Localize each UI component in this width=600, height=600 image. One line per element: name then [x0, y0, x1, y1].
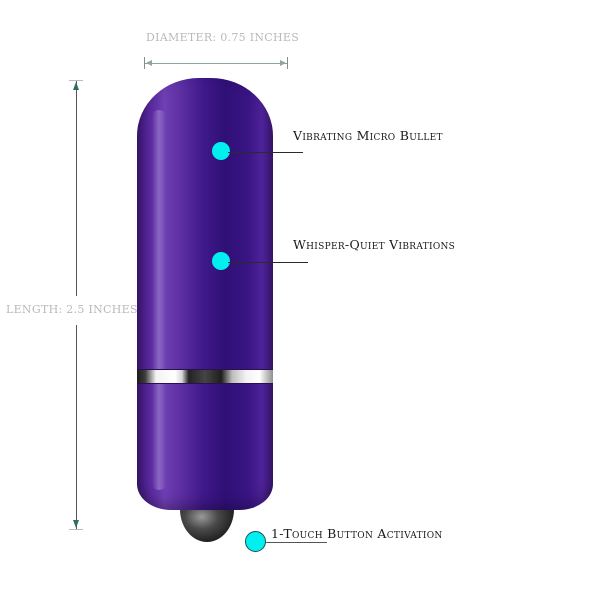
diameter-label: DIAMETER: 0.75 INCHES: [146, 31, 300, 44]
diameter-dimension-line: [144, 57, 288, 69]
arrow-left-icon: [146, 60, 152, 66]
body-highlight: [152, 110, 166, 490]
arrow-right-icon: [280, 60, 286, 66]
feature-label: 1-Touch Button Activation: [271, 526, 443, 541]
callout-dot-icon: [212, 142, 230, 160]
feature-label: Vibrating Micro Bullet: [293, 128, 443, 143]
arrow-up-icon: [73, 82, 79, 90]
callout-dot-icon: [212, 252, 230, 270]
callout-dot-icon: [245, 531, 266, 552]
button-cap: [180, 506, 234, 542]
length-dimension-line: [68, 80, 84, 530]
bullet-body: [137, 78, 273, 510]
leader-line: [228, 152, 303, 153]
arrow-down-icon: [73, 520, 79, 528]
leader-line: [228, 262, 308, 263]
callout-whisper-quiet-vibrations: [212, 252, 472, 272]
length-label: LENGTH: 2.5 INCHES: [6, 303, 138, 316]
leader-line: [265, 542, 327, 543]
chrome-ring: [137, 369, 273, 384]
callout-vibrating-micro-bullet: [212, 142, 472, 162]
feature-label: Whisper-Quiet Vibrations: [293, 237, 456, 252]
callout-1-touch-button-activation: [245, 531, 365, 553]
